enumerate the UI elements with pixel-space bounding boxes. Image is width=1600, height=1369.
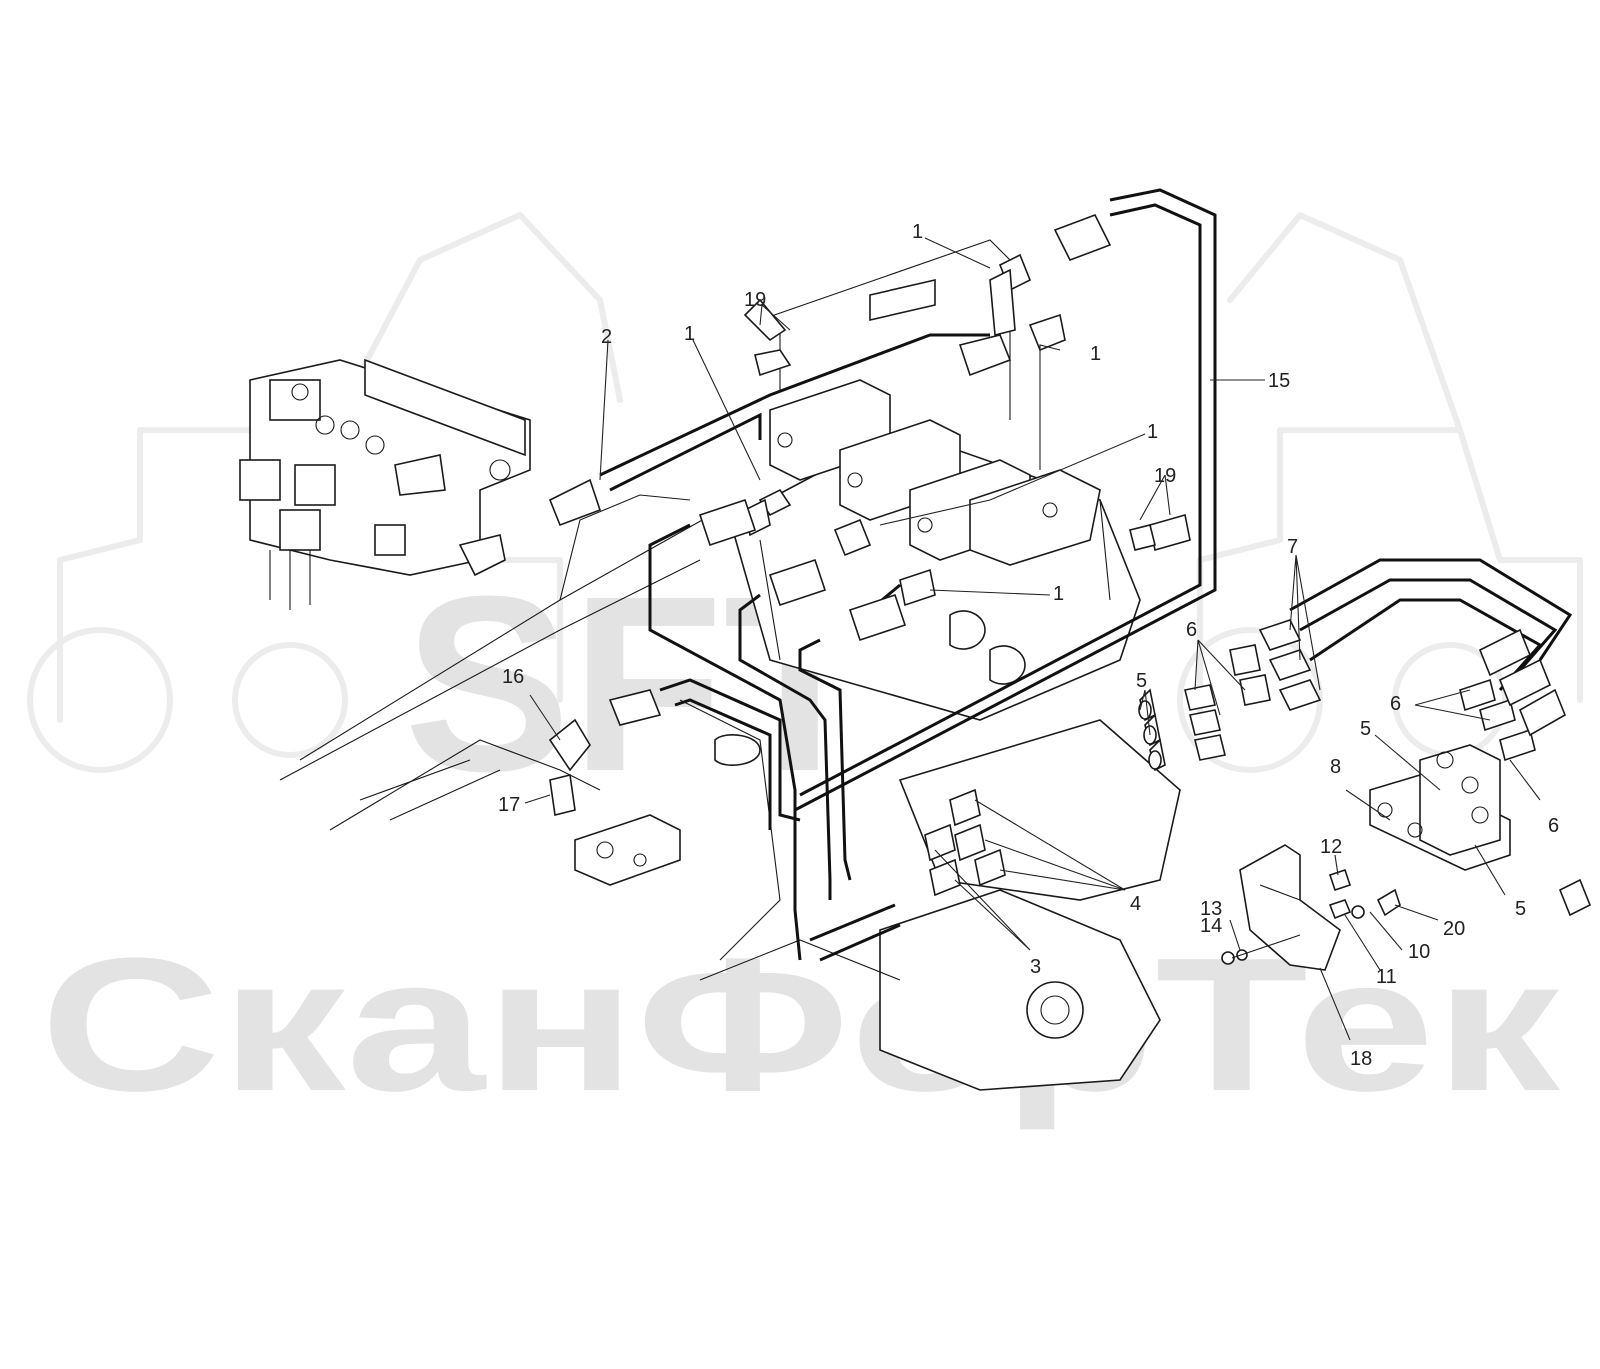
hose-right-bundle	[1289, 558, 1573, 661]
callout-5: 5	[1136, 670, 1147, 692]
hose-rear-circuit	[648, 523, 802, 961]
right-distributor	[1369, 744, 1592, 917]
watermark-tractor-outline	[27, 212, 1583, 773]
callout-6: 6	[1390, 693, 1401, 715]
callout-8: 8	[1330, 756, 1341, 778]
callouts: 1 1 1 1 1 2 19 19 15 7 6 6 6 5 5 5 8 16 …	[498, 221, 1559, 1070]
callout-16: 16	[502, 666, 524, 688]
valve-sections	[769, 379, 1101, 566]
hose-2	[599, 333, 990, 477]
callout-1: 1	[1053, 583, 1064, 605]
callout-2: 2	[601, 326, 612, 348]
callout-12: 12	[1320, 836, 1342, 858]
callout-1: 1	[1147, 421, 1158, 443]
callout-6: 6	[1186, 619, 1197, 641]
callout-1: 1	[684, 323, 695, 345]
callout-5: 5	[1360, 718, 1371, 740]
callout-11: 11	[1376, 966, 1397, 988]
parts-drawing	[239, 188, 1592, 1091]
callout-18: 18	[1350, 1048, 1372, 1070]
callout-3: 3	[1030, 956, 1041, 978]
callout-6: 6	[1548, 815, 1559, 837]
callout-19: 19	[744, 289, 766, 311]
callout-13: 13	[1200, 898, 1222, 920]
fittings	[458, 213, 1567, 897]
leader-lines	[524, 237, 1541, 1041]
hoses	[599, 188, 1573, 962]
callout-1: 1	[1090, 343, 1101, 365]
callout-10: 10	[1408, 941, 1430, 963]
callout-20: 20	[1443, 918, 1465, 940]
hydraulic-distributor	[239, 358, 531, 610]
callout-17: 17	[498, 794, 520, 816]
callout-5: 5	[1515, 898, 1526, 920]
callout-1: 1	[912, 221, 923, 243]
callout-7: 7	[1287, 536, 1298, 558]
bracket-18	[1221, 844, 1401, 971]
callout-19: 19	[1154, 465, 1176, 487]
callout-14: 14	[1200, 915, 1222, 937]
callout-4: 4	[1130, 893, 1141, 915]
callout-15: 15	[1268, 370, 1290, 392]
